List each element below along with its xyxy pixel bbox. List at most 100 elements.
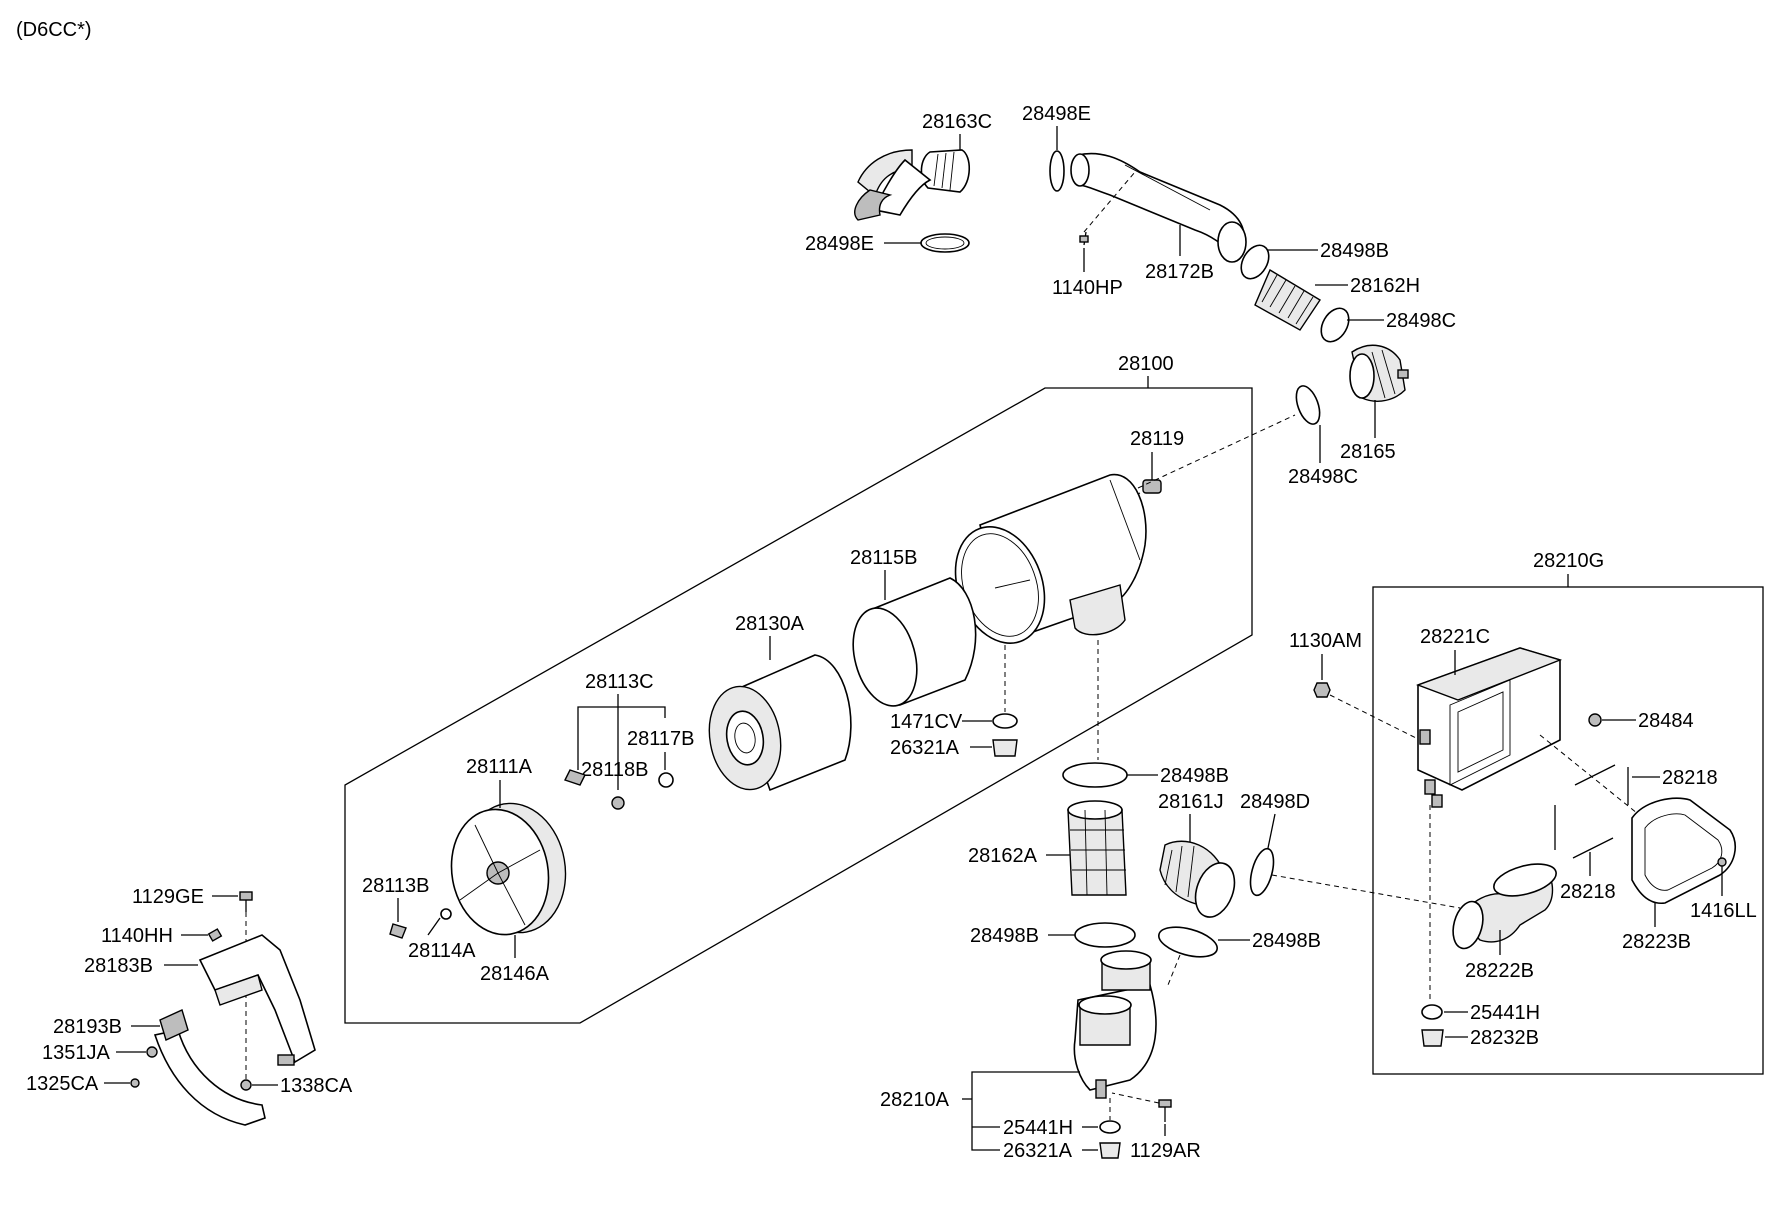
clamp-28498B-mid [1062, 762, 1128, 788]
clamp-28498E-top [1049, 150, 1065, 192]
label-1325CA: 1325CA [26, 1073, 99, 1095]
nut-28484 [1588, 713, 1602, 727]
washer-28114A [440, 908, 452, 920]
clamp-28498B-left [1074, 922, 1136, 948]
label-1129GE: 1129GE [132, 886, 204, 908]
label-28146A: 28146A [480, 963, 550, 985]
label-28498B-right: 28498B [1252, 930, 1321, 952]
label-28210A: 28210A [880, 1089, 950, 1111]
clamp-28498B-right [1158, 926, 1218, 958]
nut-1325CA [130, 1078, 140, 1088]
label-28163C: 28163C [922, 111, 992, 133]
label-28222B: 28222B [1465, 960, 1534, 982]
label-28100: 28100 [1118, 353, 1174, 375]
bolt-1140HH [207, 928, 223, 942]
label-1416LL: 1416LL [1690, 900, 1757, 922]
bolt-1130AM [1313, 682, 1331, 698]
cap-25441H-bot [1099, 1120, 1121, 1134]
label-1338CA: 1338CA [280, 1075, 353, 1097]
label-28130A: 28130A [735, 613, 805, 635]
clamp-28498D [1249, 847, 1275, 897]
label-28113B: 28113B [362, 875, 429, 897]
label-28498B-mid: 28498B [1160, 765, 1229, 787]
valve-26321A-bot [1099, 1142, 1121, 1159]
bolt-1129GE [239, 891, 253, 912]
label-28183B: 28183B [84, 955, 153, 977]
cover-28111A [450, 802, 567, 936]
label-28223B: 28223B [1622, 931, 1691, 953]
nut-1338CA [240, 1079, 252, 1091]
label-28117B: 28117B [627, 728, 694, 750]
hose-28163C [854, 149, 971, 221]
model-code: (D6CC*) [16, 19, 92, 41]
clamp-28498C-mid [1295, 385, 1321, 425]
clamp-28498E-left [920, 233, 970, 253]
label-28498D: 28498D [1240, 791, 1310, 813]
valve-26321A-mid [992, 739, 1018, 757]
label-28498C-mid: 28498C [1288, 466, 1358, 488]
label-28484: 28484 [1638, 710, 1694, 732]
rod-28218-set [1554, 764, 1629, 859]
label-28498E-top: 28498E [1022, 103, 1091, 125]
label-1140HH: 1140HH [101, 925, 173, 947]
label-28162A: 28162A [968, 845, 1038, 867]
label-28113C: 28113C [585, 671, 654, 693]
label-28172B: 28172B [1145, 261, 1214, 283]
label-1129AR: 1129AR [1130, 1140, 1201, 1162]
label-28161J: 28161J [1158, 791, 1224, 813]
hose-28162A [1067, 800, 1127, 896]
gasket-28223B [1631, 797, 1736, 905]
cap-25441H-right [1421, 1004, 1443, 1020]
element-28115B [852, 577, 977, 707]
label-1140HP: 1140HP [1052, 277, 1123, 299]
washer-28117B [658, 772, 674, 788]
label-28114A: 28114A [408, 940, 476, 962]
label-26321A-mid: 26321A [890, 737, 960, 759]
assembly-frame-28210G [1372, 586, 1764, 1075]
label-25441H-right: 25441H [1470, 1002, 1540, 1024]
housing-main [954, 473, 1147, 644]
sensor-28119 [1142, 470, 1162, 494]
label-28221C: 28221C [1420, 626, 1490, 648]
label-28498C-top: 28498C [1386, 310, 1456, 332]
label-28118B: 28118B [581, 759, 648, 781]
label-28193B: 28193B [53, 1016, 122, 1038]
wing-nut-28113B [389, 923, 407, 939]
label-28498B-left: 28498B [970, 925, 1039, 947]
strap-28193B [153, 1009, 266, 1126]
label-1471CV: 1471CV [890, 711, 963, 733]
clamp-28498C-top [1320, 307, 1350, 343]
label-26321A-bot: 26321A [1003, 1140, 1073, 1162]
elbow-28165 [1349, 344, 1409, 402]
wing-nut-28113C [564, 752, 586, 786]
screw-1140HP [1079, 231, 1089, 246]
hose-28222B [1452, 863, 1557, 950]
label-1351JA: 1351JA [42, 1042, 110, 1064]
label-28218-a: 28218 [1662, 767, 1718, 789]
assembly-frame-28100 [344, 387, 1253, 1024]
label-1130AM: 1130AM [1289, 630, 1362, 652]
nut-1351JA [146, 1046, 158, 1058]
label-28498B-top: 28498B [1320, 240, 1389, 262]
elbow-28161J [1159, 840, 1236, 918]
case-28221C [1415, 647, 1563, 808]
pipe-28172B [1070, 152, 1247, 263]
label-28218-b: 28218 [1560, 881, 1616, 903]
label-28115B: 28115B [850, 547, 917, 569]
bolt-1129AR [1158, 1099, 1172, 1122]
bracket-28183B [198, 934, 316, 1066]
clamp-28498B-top [1240, 244, 1270, 280]
washer-28118B [611, 796, 625, 810]
hose-28162H [1254, 268, 1321, 331]
label-28162H: 28162H [1350, 275, 1420, 297]
label-25441H-bot: 25441H [1003, 1117, 1073, 1139]
label-28232B: 28232B [1470, 1027, 1539, 1049]
label-28210G: 28210G [1533, 550, 1604, 572]
duct-28210A [1073, 950, 1157, 1099]
label-28111A: 28111A [466, 756, 533, 778]
valve-28232B [1421, 1029, 1444, 1047]
label-28119: 28119 [1130, 428, 1184, 450]
screw-1416LL [1717, 857, 1727, 867]
filter-28130A [708, 654, 852, 792]
